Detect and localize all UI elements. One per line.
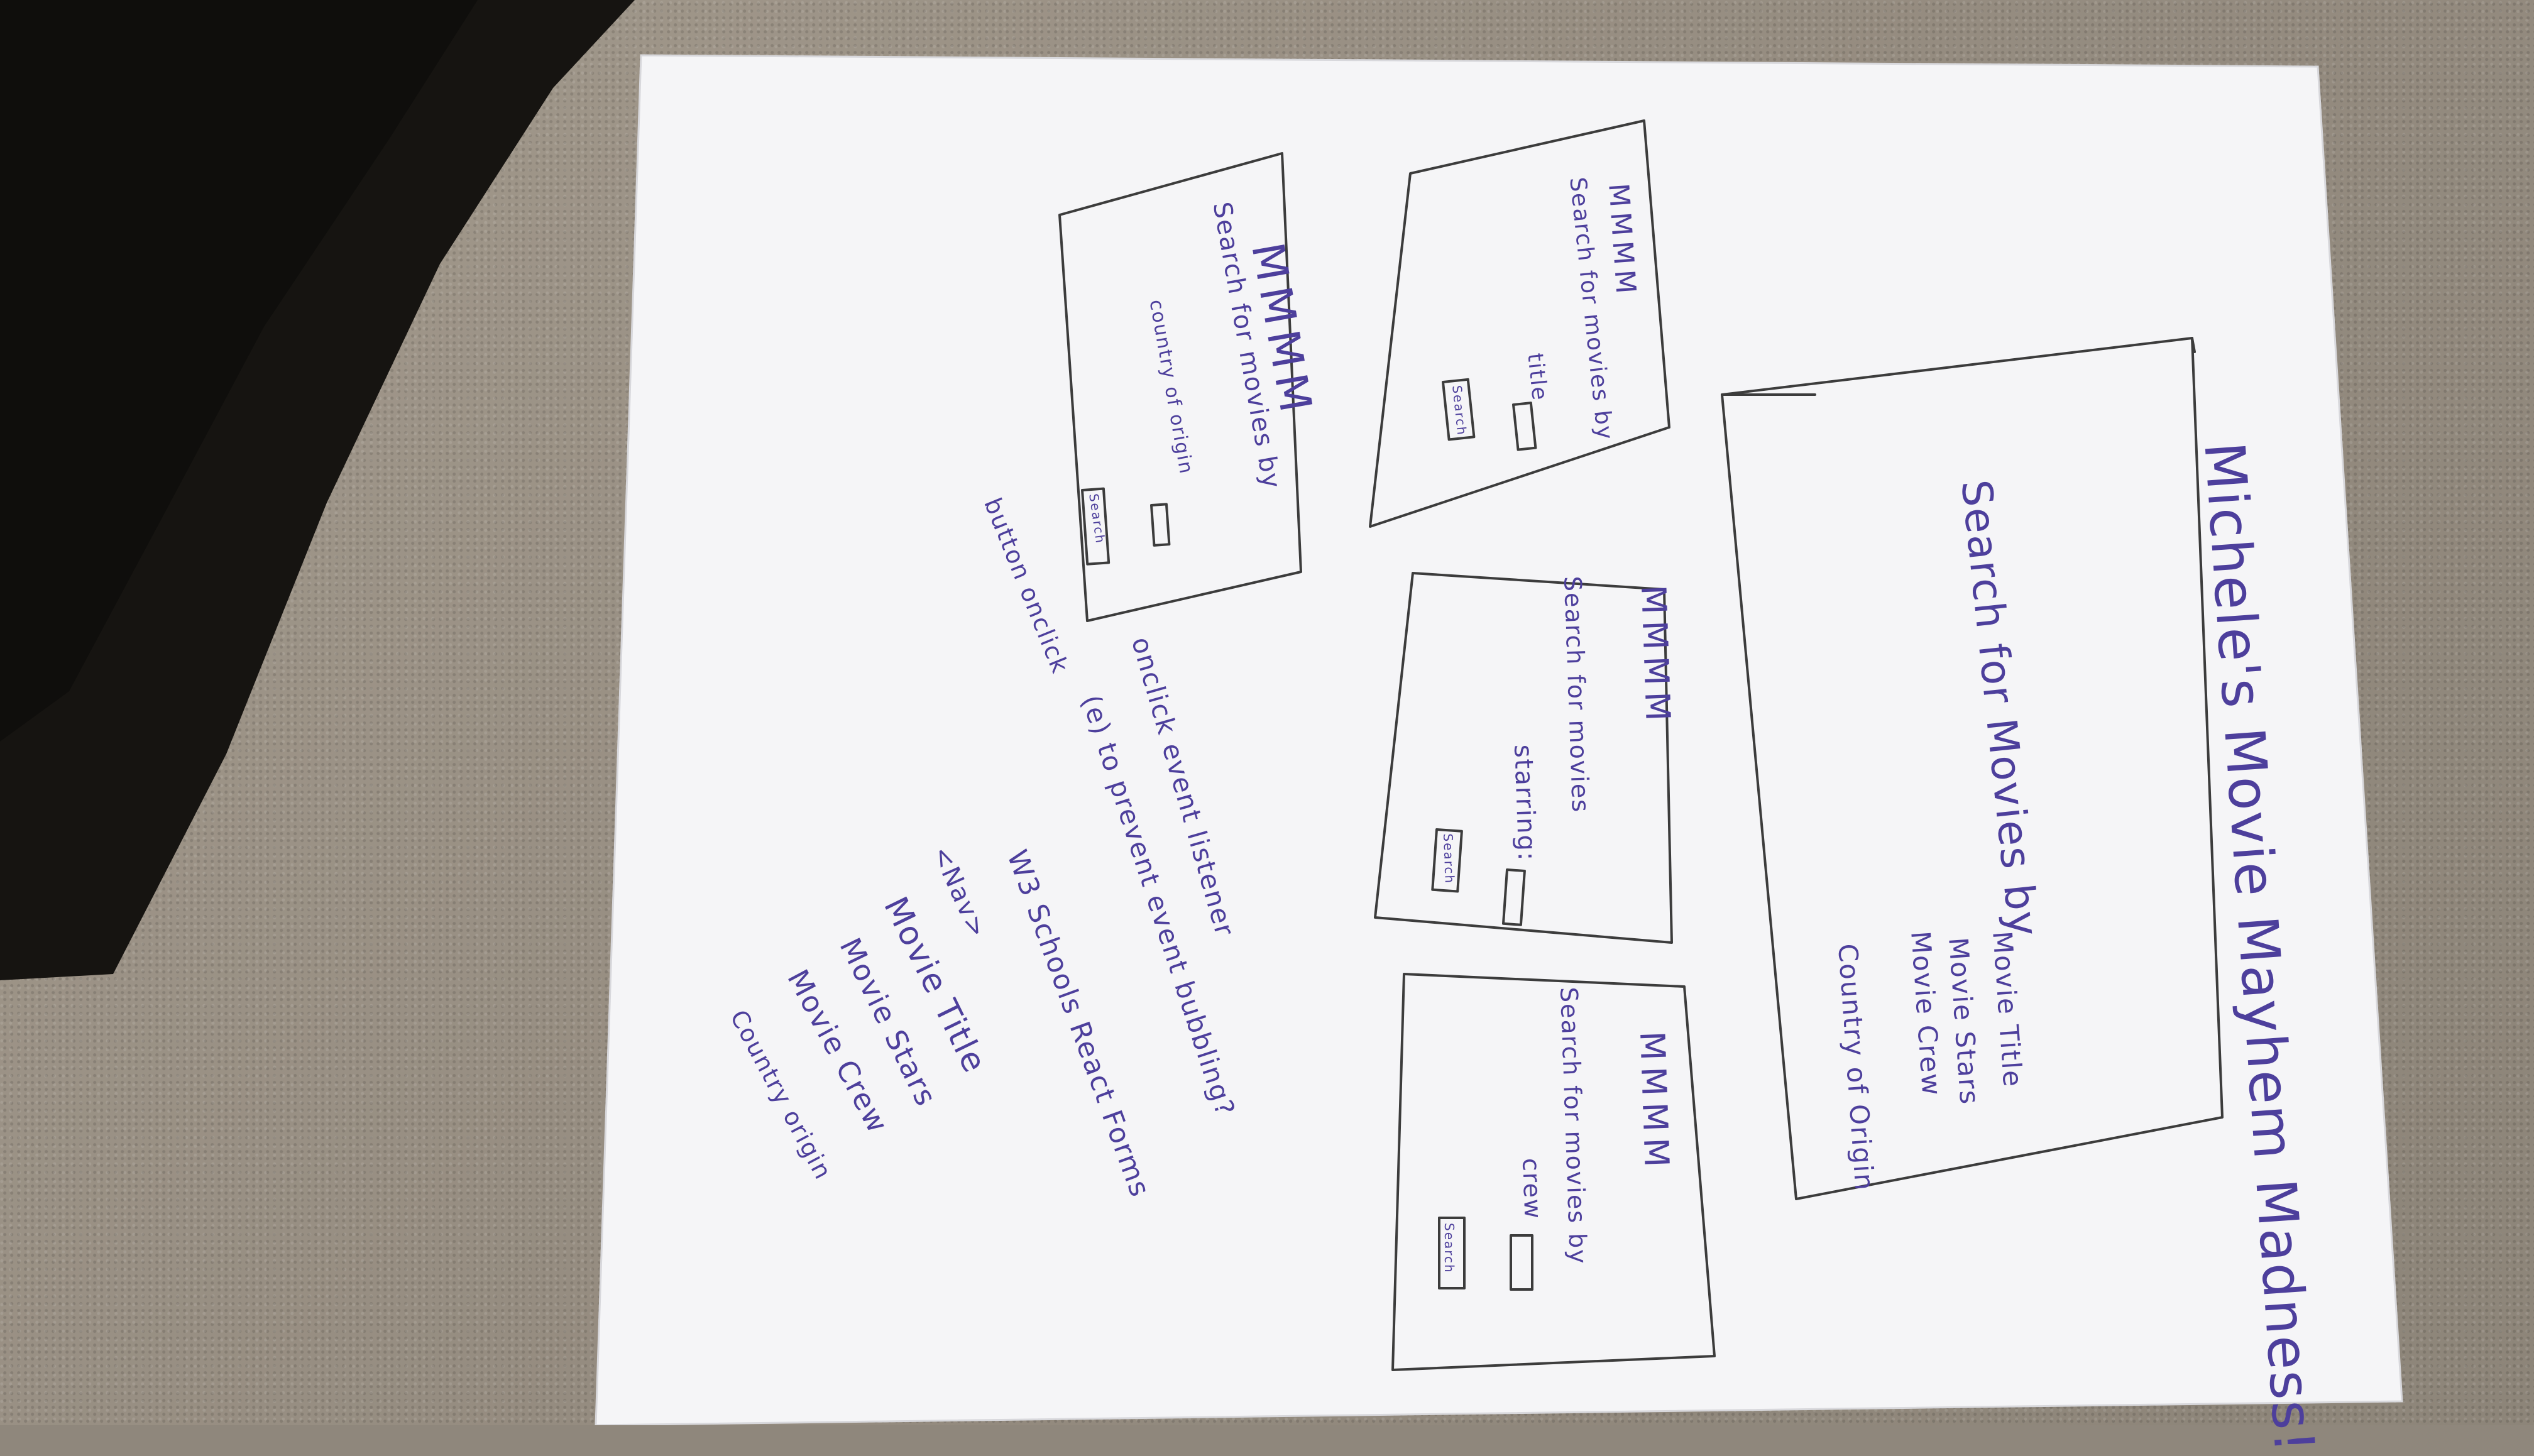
card-stars-search-button[interactable]: Search [1440,833,1457,885]
dark-floor-corner [0,0,635,980]
card-title-field: title [1522,352,1552,403]
card-crew-heading: MMMM [1632,1031,1677,1174]
paper-sheet [595,54,2403,1425]
card-crew-field: crew [1517,1158,1547,1220]
card-crew-search-button[interactable]: Search [1442,1223,1457,1274]
card-stars-heading: MMMM [1633,584,1678,728]
card-stars-field: starring: [1508,744,1542,863]
